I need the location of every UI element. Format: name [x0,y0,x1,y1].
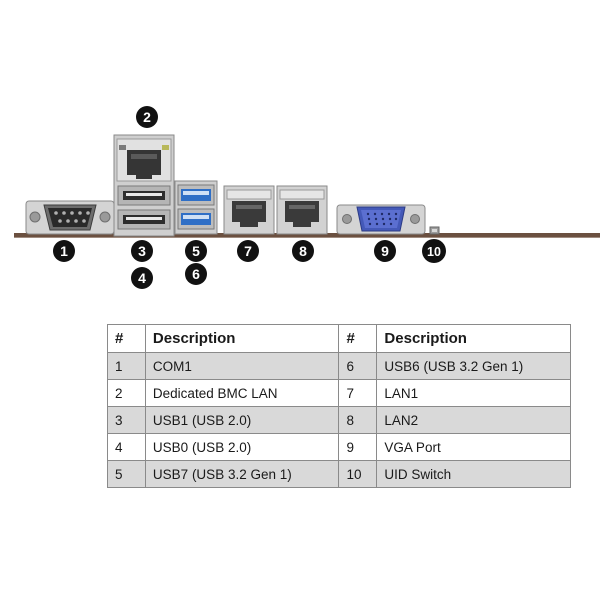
table-row: 2 Dedicated BMC LAN 7 LAN1 [107,379,571,407]
row-description-2: LAN2 [376,406,571,434]
row-description-2: USB6 (USB 3.2 Gen 1) [376,352,571,380]
callout-2: 2 [136,106,158,128]
svg-text:6: 6 [192,266,200,282]
row-num-2: 10 [338,460,378,488]
callout-7: 7 [237,240,259,262]
svg-text:3: 3 [138,243,146,259]
header-num: # [107,324,146,353]
callout-10: 10 [422,239,446,263]
row-num: 2 [107,379,146,407]
uid-switch [429,226,440,235]
header-num-2: # [338,324,378,353]
io-panel-diagram: 1 2 3 4 5 6 7 8 9 10 [14,106,600,289]
callout-6: 6 [185,263,207,285]
callout-8: 8 [292,240,314,262]
com1-port [25,200,115,235]
svg-text:2: 2 [143,109,151,125]
table-row: 1 COM1 6 USB6 (USB 3.2 Gen 1) [107,352,571,380]
svg-text:7: 7 [244,243,252,259]
row-num-2: 6 [338,352,378,380]
svg-text:1: 1 [60,243,68,259]
svg-text:4: 4 [138,270,146,286]
callout-4: 4 [131,267,153,289]
table-row: 4 USB0 (USB 2.0) 9 VGA Port [107,433,571,461]
row-description: USB7 (USB 3.2 Gen 1) [144,460,340,488]
table-header-row: # Description # Description [107,324,571,353]
vga-port [336,204,426,235]
row-num: 1 [107,352,146,380]
board-edge [14,233,600,238]
header-description: Description [144,324,340,353]
callout-5: 5 [185,240,207,262]
table-row: 5 USB7 (USB 3.2 Gen 1) 10 UID Switch [107,460,571,488]
lan1-port [223,185,275,235]
row-description: USB1 (USB 2.0) [144,406,340,434]
row-description-2: UID Switch [376,460,571,488]
row-description: COM1 [144,352,340,380]
bmc-lan-usb2-stack [113,134,175,237]
svg-text:5: 5 [192,243,200,259]
row-num: 4 [107,433,146,461]
usb3-stack [174,180,218,235]
row-num-2: 7 [338,379,378,407]
row-num-2: 8 [338,406,378,434]
lan2-port [276,185,328,235]
svg-text:8: 8 [299,243,307,259]
row-num: 3 [107,406,146,434]
row-description-2: VGA Port [376,433,571,461]
svg-text:9: 9 [381,243,389,259]
port-description-table: # Description # Description 1 COM1 6 USB… [107,324,571,488]
callout-9: 9 [374,240,396,262]
row-description: Dedicated BMC LAN [144,379,340,407]
row-num: 5 [107,460,146,488]
table-row: 3 USB1 (USB 2.0) 8 LAN2 [107,406,571,434]
svg-text:10: 10 [427,245,441,259]
callout-3: 3 [131,240,153,262]
callout-1: 1 [53,240,75,262]
row-description: USB0 (USB 2.0) [144,433,340,461]
row-description-2: LAN1 [376,379,571,407]
header-description-2: Description [376,324,571,353]
row-num-2: 9 [338,433,378,461]
